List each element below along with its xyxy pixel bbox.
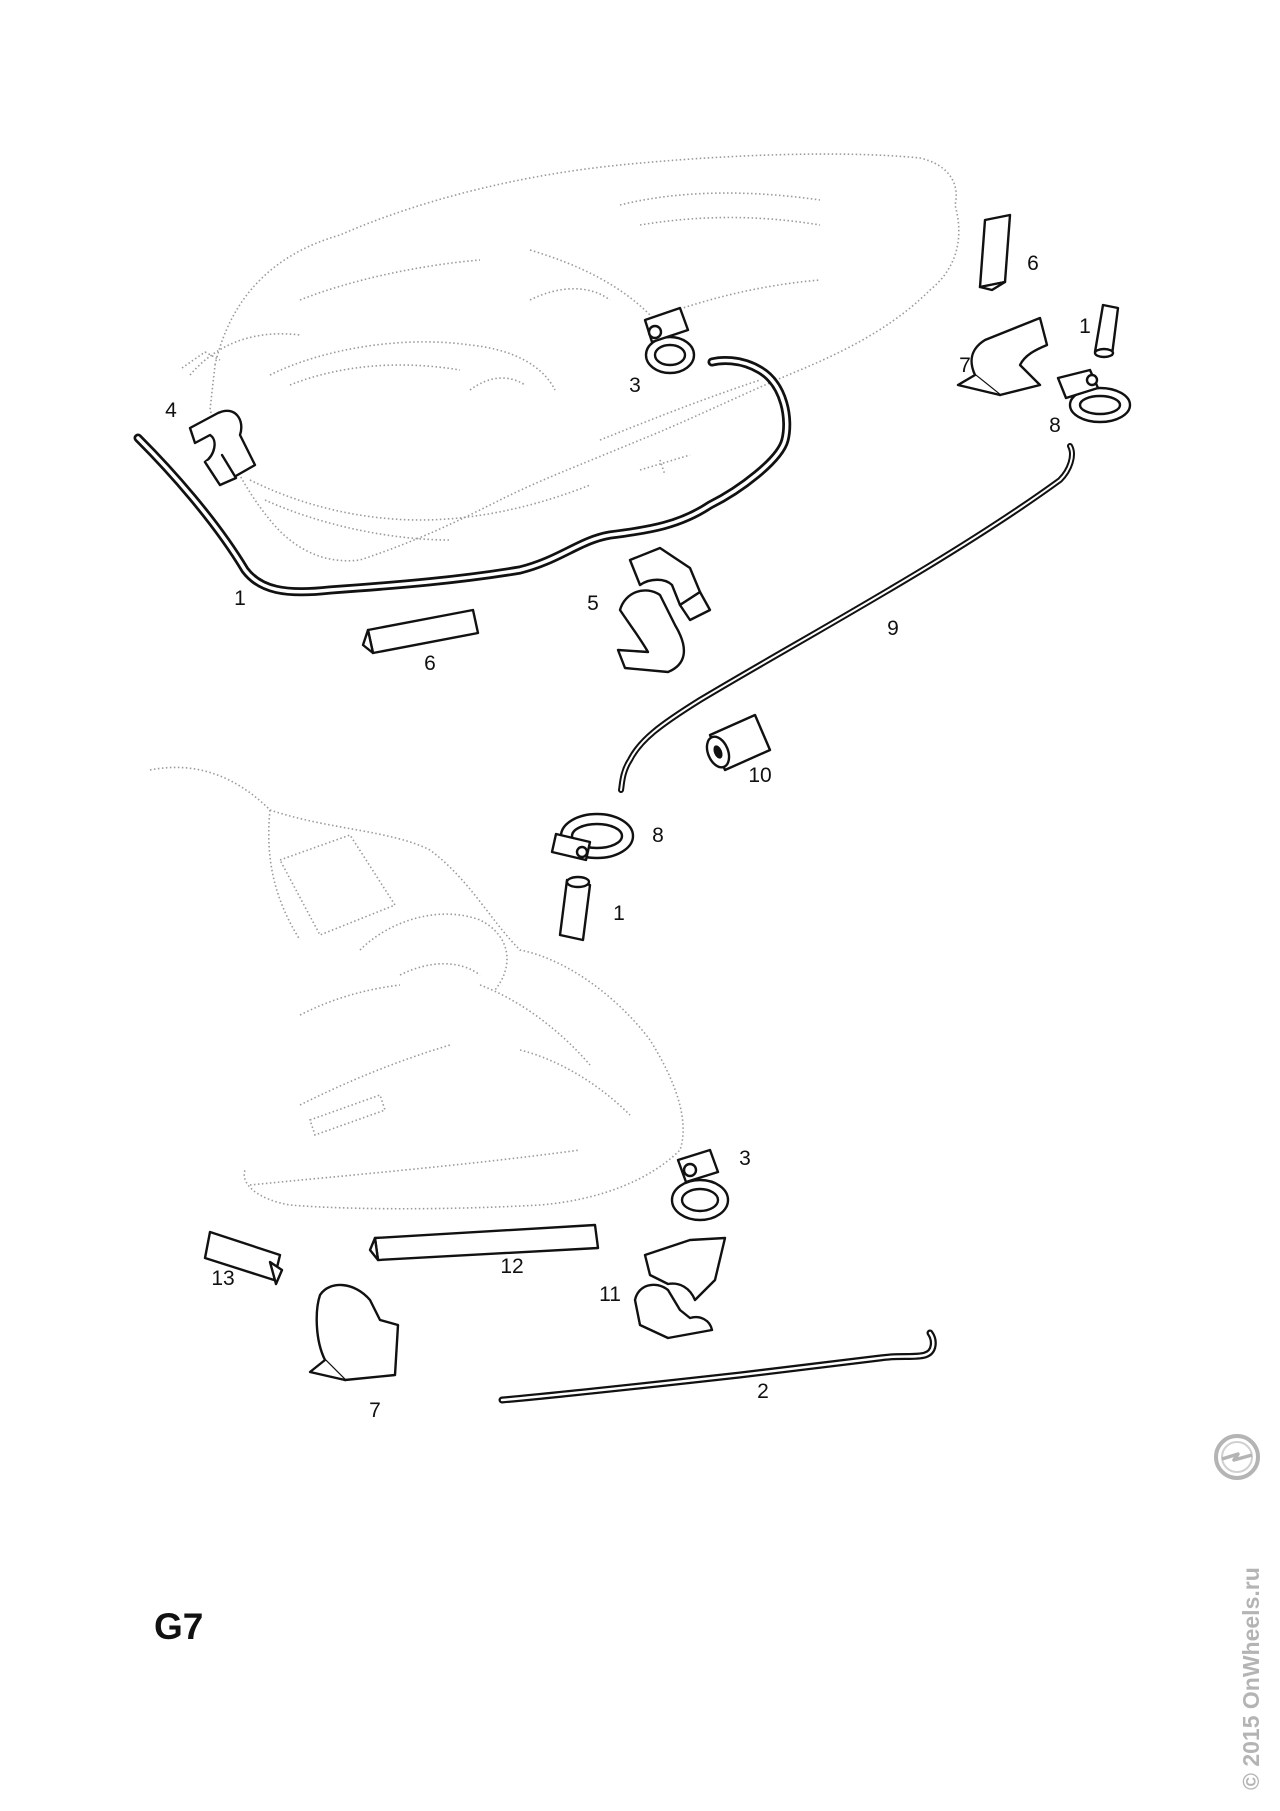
- fuel-tank-upper-outline: [181, 153, 960, 562]
- callout-4: 4: [165, 399, 177, 422]
- pipe-clip-left: [188, 409, 257, 487]
- callout-1-lower: 1: [613, 902, 625, 925]
- hose-clamp-lower: [670, 1148, 730, 1222]
- hose-clamp-small-middle: [550, 812, 635, 862]
- hose-clamp-upper: [643, 306, 696, 375]
- short-pad: [203, 1230, 284, 1286]
- retaining-clip-upper: [956, 316, 1049, 397]
- callout-11: 11: [599, 1283, 621, 1306]
- copyright-watermark: © 2015 OnWheels.ru: [1238, 1567, 1264, 1790]
- callout-6-right: 6: [1027, 252, 1039, 275]
- callout-8-middle: 8: [652, 824, 664, 847]
- vent-pipe: [618, 443, 1075, 793]
- callout-9: 9: [887, 617, 899, 640]
- callout-8-right: 8: [1049, 414, 1061, 437]
- fuel-pipe: [133, 355, 792, 597]
- callout-7-upper: 7: [959, 354, 971, 377]
- callout-1-right: 1: [1079, 315, 1091, 338]
- callout-5: 5: [587, 592, 599, 615]
- bracket-clip: [633, 1236, 727, 1340]
- callout-2: 2: [757, 1380, 769, 1403]
- retaining-clip-lower: [308, 1283, 400, 1382]
- callout-6-left: 6: [424, 652, 436, 675]
- double-clip: [616, 546, 712, 674]
- hose-clamp-small-right: [1056, 368, 1132, 424]
- callout-7-lower: 7: [369, 1399, 381, 1422]
- callout-10: 10: [748, 764, 771, 787]
- fuel-tank-lower-outline: [149, 766, 684, 1210]
- callout-labels: 1 1 1 2 3 3 4 5 6 6 7 7 8 8 9 10 11 12 1…: [165, 252, 1091, 1422]
- return-pipe: [498, 1329, 937, 1404]
- opel-blitz-logo-icon: [1214, 1434, 1260, 1480]
- hose-piece-lower: [558, 875, 592, 942]
- callout-13: 13: [211, 1267, 234, 1290]
- page-code: G7: [154, 1606, 204, 1647]
- long-pad: [368, 1223, 600, 1262]
- hose-piece-right: [1093, 303, 1120, 359]
- foam-pad-upper-right: [978, 213, 1012, 292]
- callout-3-lower: 3: [739, 1147, 751, 1170]
- sleeve: [705, 713, 772, 772]
- callout-12: 12: [500, 1255, 523, 1278]
- foam-pad-upper-left: [361, 608, 480, 655]
- callout-3-upper: 3: [629, 374, 641, 397]
- callout-1-upper: 1: [234, 587, 246, 610]
